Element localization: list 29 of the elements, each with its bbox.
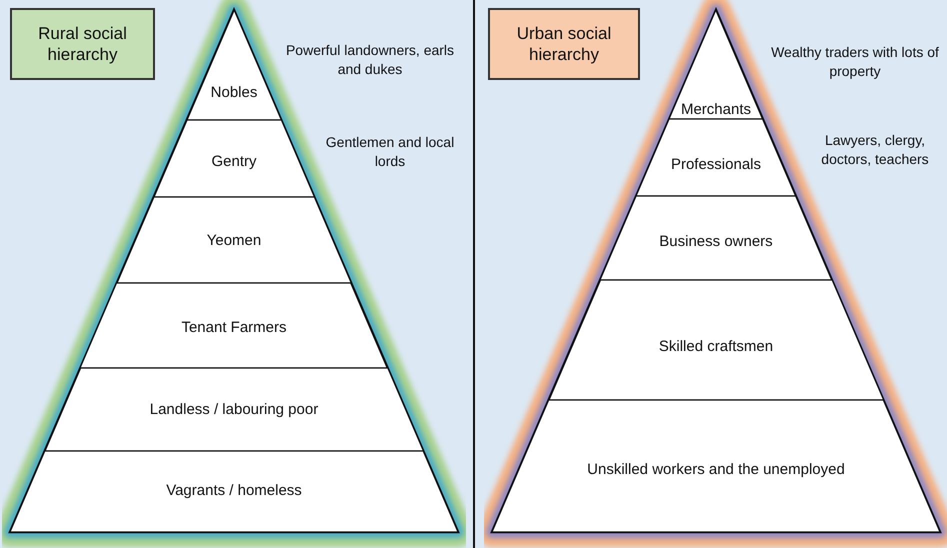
pyramid [2, 0, 466, 548]
pyramid-tier [548, 280, 884, 400]
pyramid-tier [669, 10, 763, 119]
pyramid-tier [116, 197, 352, 283]
tier-label: Gentry [210, 154, 258, 170]
pyramid-tier [492, 400, 940, 532]
pyramid [484, 0, 947, 548]
pyramid-tier [186, 10, 282, 120]
tier-label: Yeomen [206, 232, 262, 250]
tier-description: Lawyers, clergy, doctors, teachers [820, 131, 930, 169]
tier-label: Vagrants / homeless [165, 482, 303, 500]
tier-label: Business owners [658, 234, 774, 250]
pyramid-tier [10, 451, 458, 532]
tier-label: Landless / labouring poor [148, 402, 320, 418]
title-box: Rural social hierarchy [10, 8, 155, 80]
tier-description: Powerful landowners, earls and dukes [285, 41, 455, 79]
tier-label: Skilled craftsmen [658, 338, 774, 356]
tier-description: Gentlemen and local lords [325, 133, 455, 171]
title-box: Urban social hierarchy [488, 8, 640, 80]
pyramid-tier [80, 283, 388, 368]
tier-description: Wealthy traders with lots of property [770, 43, 940, 81]
pyramid-tier [154, 120, 314, 197]
pyramid-tier [44, 368, 424, 451]
pyramid-tier [636, 119, 796, 196]
tier-label: Professionals [670, 156, 762, 174]
tier-label: Nobles [210, 84, 258, 102]
tier-label: Merchants [680, 102, 752, 118]
tier-label: Tenant Farmers [180, 320, 288, 336]
tier-label: Unskilled workers and the unemployed [586, 462, 846, 478]
